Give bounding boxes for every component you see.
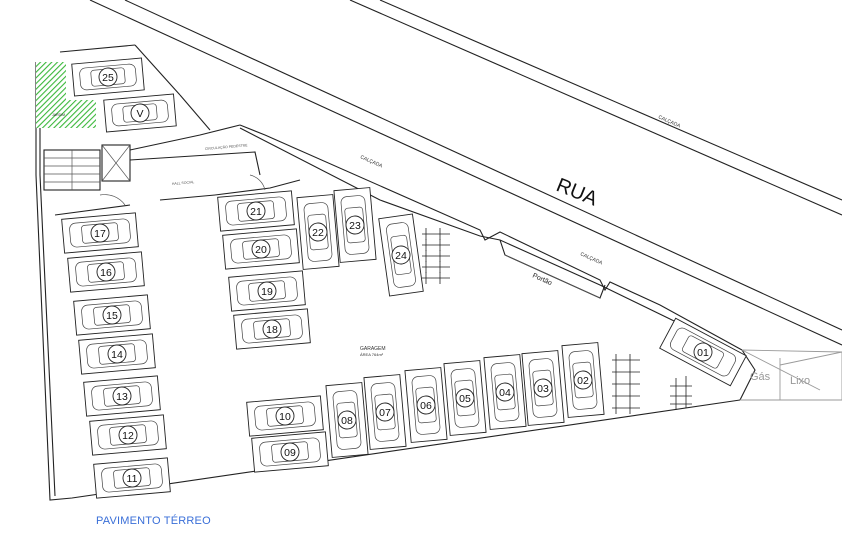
- gas-label: Gás: [750, 371, 771, 383]
- spot-number: 10: [279, 411, 291, 423]
- parking-spot-12: 12: [89, 414, 167, 456]
- garage-label: GARAGEM: [360, 346, 386, 352]
- spot-number: 07: [379, 407, 391, 419]
- car-icon: [259, 437, 321, 467]
- parking-spot-13: 13: [83, 375, 161, 417]
- car-icon: [69, 218, 131, 248]
- car-icon: [669, 327, 737, 377]
- car-icon: [230, 234, 292, 264]
- spot-number: 08: [341, 415, 353, 427]
- street-label: RUA: [553, 174, 601, 210]
- car-icon: [79, 63, 137, 91]
- spot-number: 21: [250, 206, 262, 218]
- parking-spot-18: 18: [233, 308, 311, 350]
- spot-number: 05: [459, 393, 471, 405]
- car-icon: [303, 202, 333, 262]
- spot-number: 01: [697, 347, 709, 359]
- spot-number: 23: [349, 220, 361, 232]
- spot-number: 22: [312, 227, 324, 239]
- stairs: [43, 144, 131, 191]
- car-icon: [241, 314, 303, 344]
- car-icon: [225, 196, 287, 226]
- spot-number: 20: [255, 244, 267, 256]
- car-icon: [568, 350, 598, 410]
- spot-number: 03: [537, 383, 549, 395]
- parking-spot-02: 02: [561, 342, 605, 418]
- parking-spot-07: 07: [363, 374, 407, 450]
- parking-spot-06: 06: [404, 367, 448, 443]
- parking-spot-04: 04: [483, 354, 527, 430]
- car-icon: [528, 358, 558, 418]
- spot-number: 16: [100, 267, 112, 279]
- parking-spot-15: 15: [73, 294, 151, 336]
- parking-spot-14: 14: [78, 333, 156, 375]
- car-icon: [81, 300, 143, 330]
- car-icon: [75, 257, 137, 287]
- car-icon: [91, 381, 153, 411]
- garage-area-label: ÁREA 764m²: [360, 352, 384, 357]
- parking-spot-01: 01: [659, 317, 747, 387]
- spot-number: 11: [127, 473, 138, 485]
- garden-area: [36, 62, 66, 128]
- spot-number: 06: [420, 400, 432, 412]
- parking-spot-03: 03: [521, 350, 565, 426]
- parking-spot-21: 21: [217, 190, 295, 232]
- spot-number: 25: [102, 72, 114, 84]
- bicycle-rack-3: [670, 376, 692, 410]
- car-icon: [254, 401, 316, 431]
- car-icon: [97, 420, 159, 450]
- spot-number: 09: [284, 447, 296, 459]
- parking-spot-24: 24: [378, 213, 424, 297]
- parking-spot-05: 05: [443, 360, 487, 436]
- note-hall: HALL SOCIAL: [172, 180, 195, 186]
- trash-label: Lixo: [790, 375, 810, 387]
- parking-spot-v: V: [103, 93, 177, 133]
- note-pedestrian: CIRCULAÇÃO PEDESTRE: [205, 142, 249, 151]
- spot-number: 15: [106, 310, 118, 322]
- spot-number: 02: [577, 375, 589, 387]
- spot-number: 12: [122, 430, 134, 442]
- car-icon: [332, 390, 362, 450]
- spot-number: 13: [116, 391, 128, 403]
- car-icon: [386, 222, 416, 288]
- parking-spot-22: 22: [296, 194, 340, 270]
- car-icon: [370, 382, 400, 442]
- internal-walls: [54, 124, 301, 216]
- car-icon: [450, 368, 480, 428]
- car-icon: [111, 99, 169, 127]
- car-icon: [101, 463, 163, 493]
- parking-spot-17: 17: [61, 212, 139, 254]
- car-icon: [86, 339, 148, 369]
- street: [89, 0, 842, 346]
- parking-spot-19: 19: [228, 270, 306, 312]
- parking-spots: 01 02 03 04 05 06 07 08 09 10 11 12 13 14 15 16 17 18 19 20…: [61, 57, 747, 499]
- car-icon: [236, 276, 298, 306]
- parking-spot-23: 23: [333, 187, 377, 263]
- spot-number: 17: [94, 228, 106, 240]
- spot-number: 24: [395, 250, 407, 262]
- parking-spot-10: 10: [246, 395, 324, 437]
- car-icon: [411, 375, 441, 435]
- spot-number: 18: [266, 324, 278, 336]
- parking-spot-08: 08: [325, 382, 369, 458]
- floor-caption: PAVIMENTO TÉRREO: [96, 515, 211, 527]
- parking-spot-09: 09: [251, 431, 329, 473]
- car-icon: [490, 362, 520, 422]
- sidewalk-label-1: CALÇADA: [359, 154, 384, 169]
- parking-spot-25: 25: [71, 57, 145, 97]
- parking-spot-11: 11: [93, 457, 171, 499]
- bicycle-rack-2: [612, 354, 640, 414]
- parking-spot-16: 16: [67, 251, 145, 293]
- car-icon: [340, 195, 370, 255]
- note-garden: JARDIM: [52, 113, 65, 117]
- bicycle-rack-1: [422, 228, 450, 284]
- parking-spot-20: 20: [222, 228, 300, 270]
- spot-number: 04: [499, 387, 511, 399]
- spot-number: V: [136, 108, 143, 120]
- spot-number: 14: [111, 349, 123, 361]
- spot-number: 19: [261, 286, 273, 298]
- sidewalk-label-3: CALÇADA: [579, 251, 604, 266]
